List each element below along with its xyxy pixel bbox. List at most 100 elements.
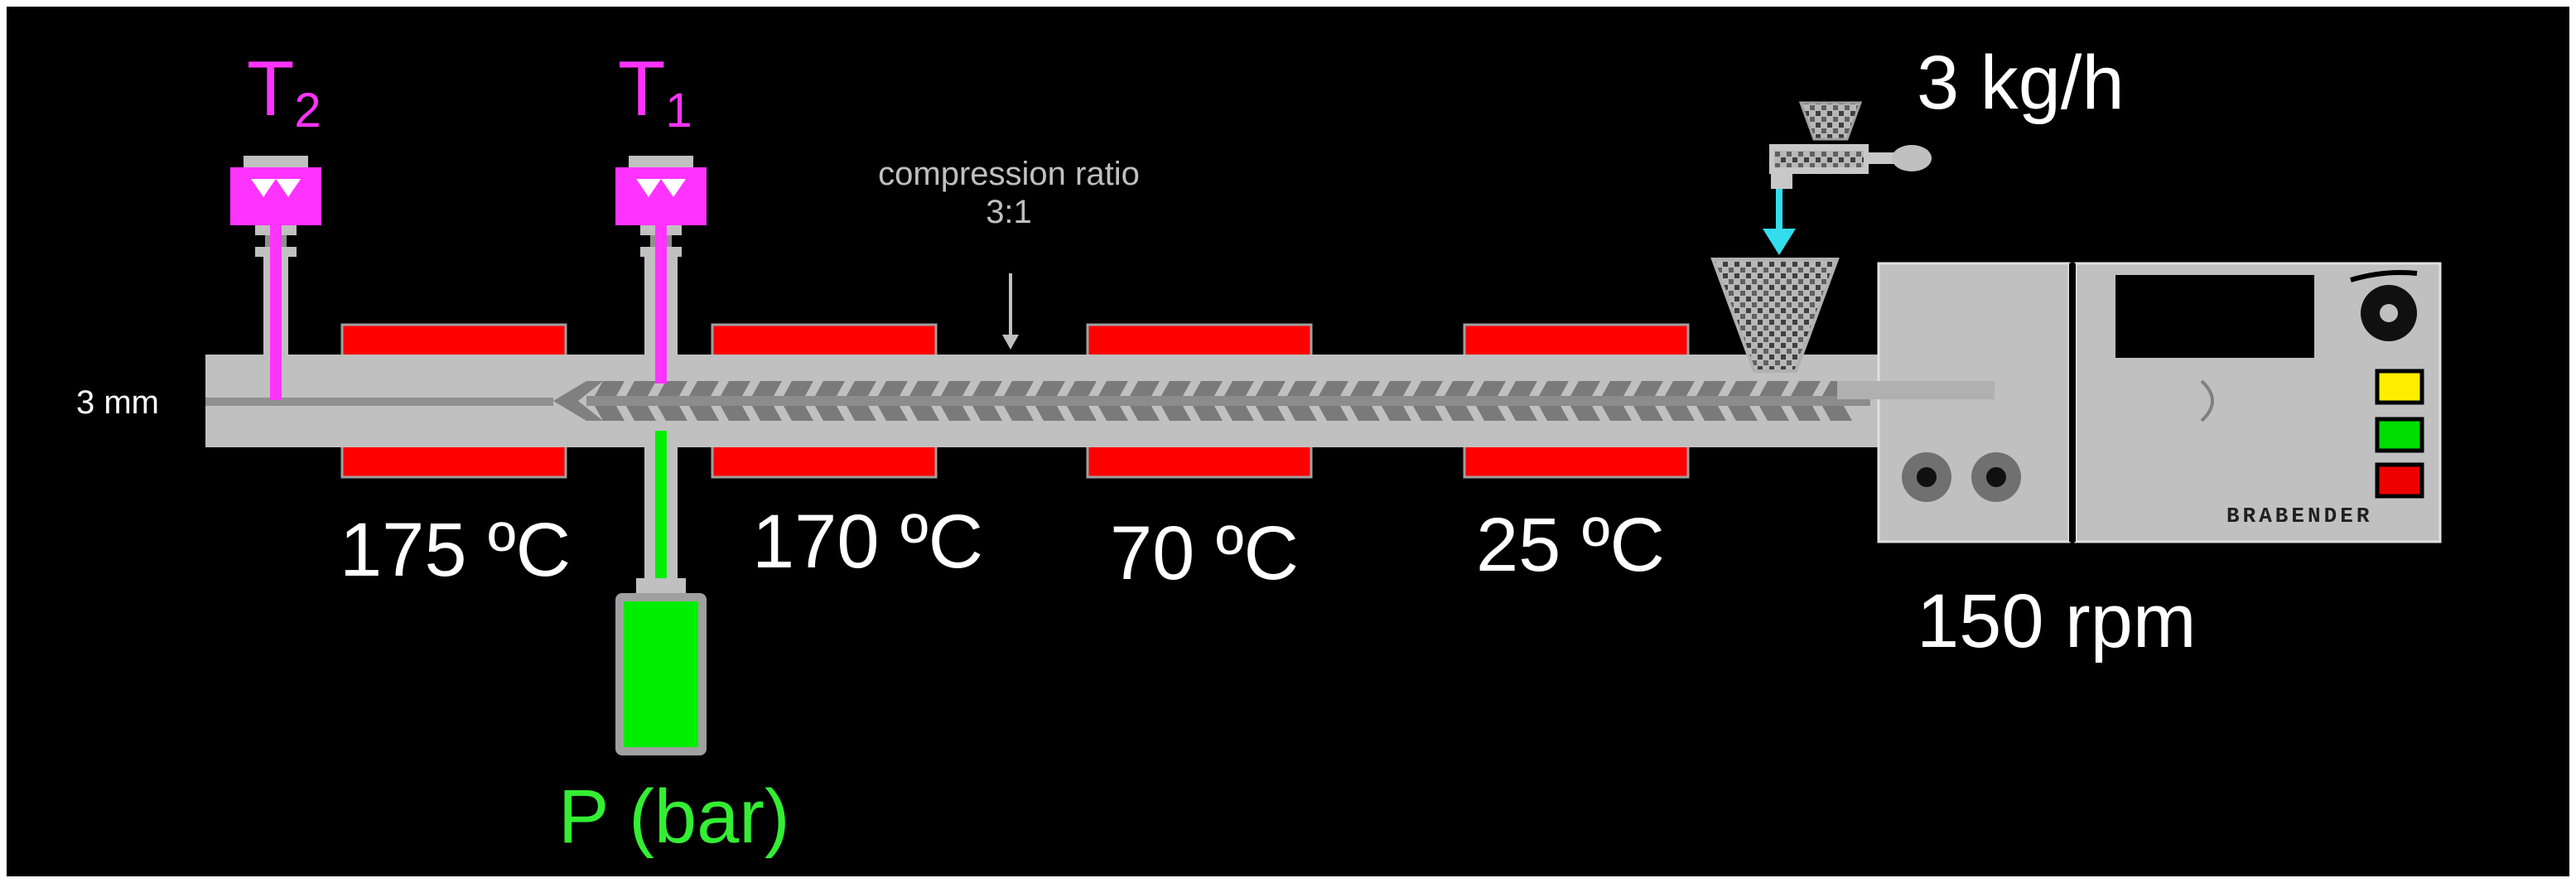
heater-zone1-top [340, 323, 567, 359]
screw-flight [1193, 406, 1223, 421]
screw-flight [909, 406, 939, 421]
zone1-temperature: 175 ºC [340, 508, 572, 592]
screw-flight [1759, 406, 1789, 421]
screw-flight [815, 406, 845, 421]
screw-flight [941, 381, 971, 396]
screw-flight [1067, 406, 1097, 421]
indicator-red [2375, 462, 2424, 499]
screw-flight [752, 406, 782, 421]
screw-flight [1728, 381, 1758, 396]
screw-flight [878, 406, 908, 421]
screw-flight [1256, 406, 1286, 421]
screw-flight [1382, 381, 1411, 396]
screw-flight [1476, 381, 1506, 396]
screw-flight [1539, 381, 1569, 396]
screw-tip [553, 381, 603, 421]
screw-flight [1287, 381, 1317, 396]
t2-label: T2 [247, 50, 321, 135]
die-diameter-label: 3 mm [76, 384, 159, 421]
pressure-transducer [615, 431, 707, 755]
thermocouple-t1 [615, 156, 707, 384]
diagram-canvas: BRABENDER [205, 101, 2442, 755]
screw-flight [689, 406, 719, 421]
screw-flight [1602, 406, 1632, 421]
screw-flight [1161, 406, 1191, 421]
screw-flight [1602, 381, 1632, 396]
screw-flight [1791, 406, 1821, 421]
screw-flight [1224, 406, 1254, 421]
feed-rate-label: 3 kg/h [1917, 41, 2125, 125]
screw-flight [1539, 406, 1569, 421]
heater-zone2-top [711, 323, 938, 359]
screw-flight [1728, 406, 1758, 421]
screw-flight [752, 381, 782, 396]
screw-flight [941, 406, 971, 421]
screw-flight [1633, 381, 1663, 396]
compression-ratio-line1: compression ratio [878, 156, 1140, 192]
screw-flight [1224, 381, 1254, 396]
screw-flight [1507, 406, 1537, 421]
screw-flight [784, 406, 813, 421]
feed-arrow [1763, 189, 1796, 255]
screw-flight [1570, 381, 1600, 396]
zone2-temperature: 170 ºC [752, 499, 984, 584]
screw-flight [595, 381, 625, 396]
screw-flight [1476, 406, 1506, 421]
indicator-green [2375, 417, 2424, 453]
screw-flight [1256, 381, 1286, 396]
screw-flight [721, 406, 750, 421]
gear-icon [1902, 452, 2021, 502]
screw-flight [1161, 381, 1191, 396]
t1-label: T1 [618, 50, 692, 135]
screw-flight [1696, 381, 1726, 396]
screw-flight [595, 406, 625, 421]
thermocouple-t2 [230, 156, 321, 400]
screw-flight [1287, 406, 1317, 421]
screw-flight [1759, 381, 1789, 396]
screw-flights [595, 381, 1852, 421]
screw-flight [658, 406, 687, 421]
heater-zone1-bottom [340, 442, 567, 479]
screw-flight [1130, 406, 1160, 421]
heater-zone3-bottom [1086, 442, 1313, 479]
t2-letter: T [247, 45, 295, 132]
screw-core [586, 396, 1870, 406]
t1-subscript: 1 [665, 84, 692, 138]
screw-flight [1822, 406, 1852, 421]
pressure-label: P (bar) [558, 774, 790, 859]
screw-flight [1035, 381, 1065, 396]
compression-arrow [1002, 273, 1019, 350]
screw-flight [1445, 406, 1474, 421]
screw-flight [1350, 381, 1380, 396]
brand-label: BRABENDER [2226, 504, 2372, 528]
screw-flight [1413, 381, 1443, 396]
screw-flight [909, 381, 939, 396]
screw-flight [1319, 381, 1348, 396]
screw-flight [1035, 406, 1065, 421]
screw-flight [815, 381, 845, 396]
screw-flight [1665, 406, 1695, 421]
die-channel [205, 398, 553, 406]
screw-flight [847, 406, 876, 421]
screw-flight [1319, 406, 1348, 421]
zone4-temperature: 25 ºC [1476, 503, 1665, 587]
screw-flight [972, 381, 1002, 396]
t1-letter: T [618, 45, 666, 132]
compression-ratio-label: compression ratio 3:1 [843, 157, 1175, 229]
t2-subscript: 2 [294, 84, 321, 138]
zone3-temperature: 70 ºC [1110, 511, 1299, 596]
screw-flight [1791, 381, 1821, 396]
screw-flight [1004, 406, 1034, 421]
heater-zone2-bottom [711, 442, 938, 479]
screw-flight [1507, 381, 1537, 396]
screw-flight [1633, 406, 1663, 421]
heater-zone3-top [1086, 323, 1313, 359]
screw-flight [1413, 406, 1443, 421]
screw-flight [1067, 381, 1097, 396]
screw-flight [658, 381, 687, 396]
screw-flight [1665, 381, 1695, 396]
screw-flight [1193, 381, 1223, 396]
screw-flight [1130, 381, 1160, 396]
fan-icon [2361, 285, 2417, 341]
indicator-yellow [2375, 369, 2424, 405]
